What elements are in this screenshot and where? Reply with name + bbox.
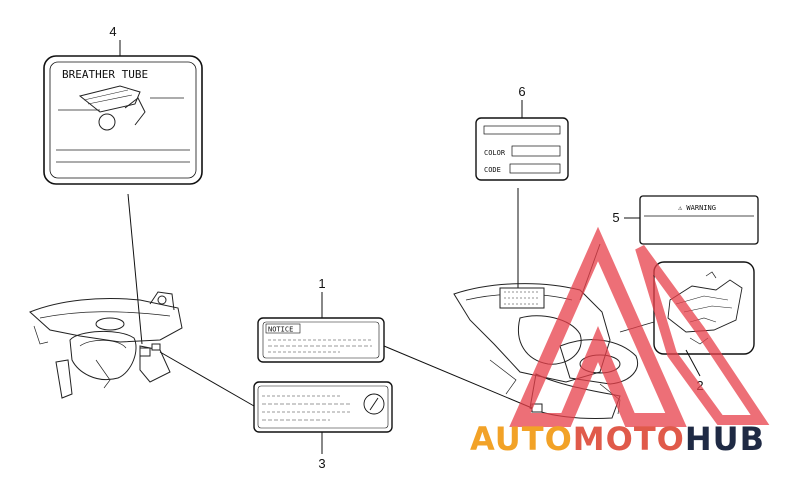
watermark-part-hub: HUB bbox=[684, 420, 766, 458]
code-text: CODE bbox=[484, 166, 501, 174]
warning-text: ⚠ WARNING bbox=[678, 204, 716, 212]
frame-right-assembly bbox=[453, 243, 655, 419]
callout-4: 4 bbox=[109, 24, 116, 39]
callout-6: 6 bbox=[518, 84, 525, 99]
label-5-warning: ⚠ WARNING bbox=[639, 195, 759, 245]
watermark-logo-icon bbox=[509, 226, 770, 427]
notice-text: NOTICE bbox=[268, 326, 293, 334]
callout-3: 3 bbox=[318, 456, 325, 471]
label-1-notice: NOTICE bbox=[257, 317, 385, 363]
color-text: COLOR bbox=[484, 149, 506, 157]
breather-sketch-icon bbox=[58, 85, 184, 131]
watermark-part-moto: MOTO bbox=[572, 420, 685, 458]
motorcycle-sketch-icon bbox=[667, 271, 743, 345]
label-6-color-code: COLOR CODE bbox=[475, 117, 569, 181]
watermark-text: AUTOMOTOHUB bbox=[470, 420, 765, 458]
label-4-breather-tube: BREATHER TUBE bbox=[43, 55, 203, 185]
watermark-part-auto: AUTO bbox=[470, 420, 573, 458]
callout-5: 5 bbox=[612, 210, 619, 225]
frame-left-assembly bbox=[29, 291, 183, 399]
callout-1: 1 bbox=[318, 276, 325, 291]
label-3-tire-info bbox=[253, 381, 393, 433]
gauge-icon bbox=[363, 393, 385, 415]
breather-tube-text: BREATHER TUBE bbox=[62, 68, 148, 81]
